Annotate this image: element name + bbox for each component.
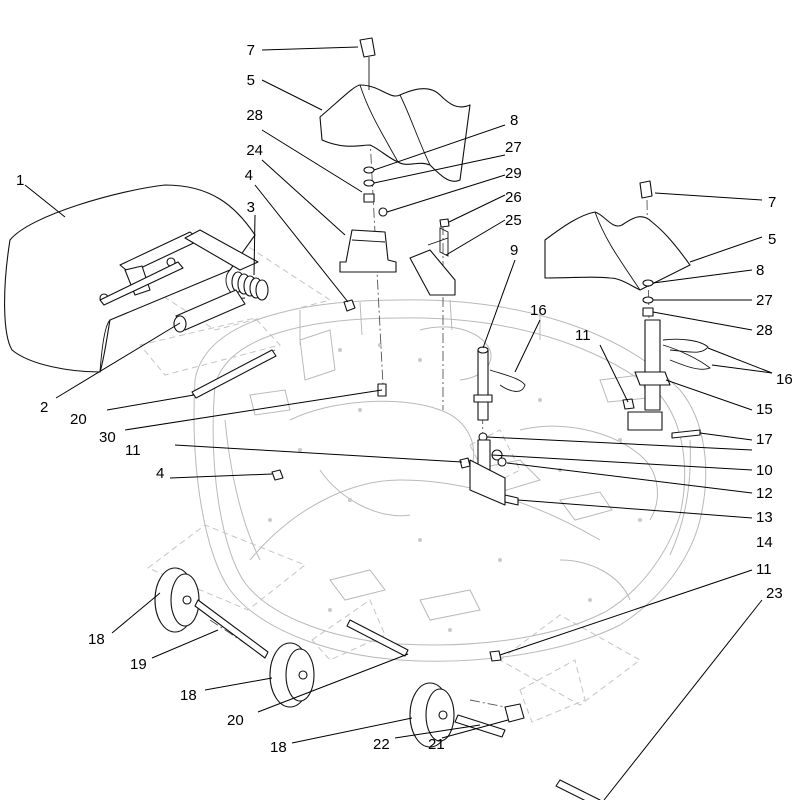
part-20-rod-upper [191,349,277,399]
callout-20-lower: 20 [227,712,244,729]
leader-lines [24,46,773,800]
callout-8-right: 8 [756,262,764,279]
callout-9: 9 [510,242,518,259]
callout-28-upper: 28 [246,107,263,124]
callout-5-upper: 5 [247,72,255,89]
callout-27-right: 27 [756,292,773,309]
callout-26: 26 [505,189,522,206]
part-22-axle [454,714,506,738]
right-hardware-stack [642,279,654,317]
part-23-bolt [555,779,601,800]
callout-7-right: 7 [768,194,776,211]
callout-19: 19 [130,656,147,673]
callout-17: 17 [756,431,773,448]
pivot-hardware [459,432,519,506]
part-18-wheel-left [154,567,200,633]
callout-23: 23 [766,585,783,602]
callout-27-upper: 27 [505,139,522,156]
spring-coils [231,271,269,301]
part-7-knob-upper [359,37,376,90]
part-11-nut-right [622,398,635,410]
part-11-nut-lower [489,650,502,662]
callout-25: 25 [505,212,522,229]
callout-2: 2 [40,399,48,416]
callout-22: 22 [373,736,390,753]
callout-16-left: 16 [530,302,547,319]
part-25-bracket [409,227,456,296]
part-4-nut-lower [271,469,284,481]
part-5-flap-upper [319,84,471,182]
callout-1: 1 [16,172,24,189]
callout-12: 12 [756,485,773,502]
callout-13: 13 [756,509,773,526]
part-2-roller [173,289,246,333]
callout-28-right: 28 [756,322,773,339]
part-16-clip-right [662,338,711,370]
callout-8-upper: 8 [510,112,518,129]
upper-hardware-stack [363,166,388,217]
callout-16-right: 16 [776,371,793,388]
callout-3: 3 [247,199,255,216]
part-5-flap-right [544,211,691,291]
callout-10: 10 [756,462,773,479]
part-26-screw [439,218,450,228]
callout-18-left: 18 [88,631,105,648]
callout-20-upper: 20 [70,411,87,428]
mounting-plates [98,224,641,723]
callout-4-lower: 4 [156,465,164,482]
part-18-wheel-mid [269,642,315,708]
callout-29: 29 [505,165,522,182]
callout-11-left: 11 [125,442,141,459]
callout-4-upper: 4 [245,167,253,184]
part-7-knob-right [639,180,653,199]
part-4-nut-upper [343,299,356,312]
callout-24: 24 [246,142,263,159]
part-20-rod-lower [346,619,409,657]
part-19-axle [194,599,269,659]
part-9-post [473,346,493,421]
callout-5-right: 5 [768,231,776,248]
callout-labels: 7 5 28 24 8 27 29 26 25 1 4 3 9 16 11 2 … [16,42,793,756]
callout-11-right: 11 [575,327,591,344]
callout-21: 21 [428,736,445,753]
callout-18-mid: 18 [180,687,197,704]
part-15-post [627,319,671,431]
callout-14: 14 [756,534,773,551]
part-21-spacer [504,703,525,723]
callout-15: 15 [756,401,773,418]
callout-11-lower: 11 [756,561,772,578]
part-3-spring-assembly [99,229,269,306]
part-17-bolt [671,429,701,439]
callout-7-upper: 7 [247,42,255,59]
part-16-clip-left [489,369,526,392]
part-24-bracket [339,229,397,273]
callout-30: 30 [99,429,116,446]
callout-18-right: 18 [270,739,287,756]
